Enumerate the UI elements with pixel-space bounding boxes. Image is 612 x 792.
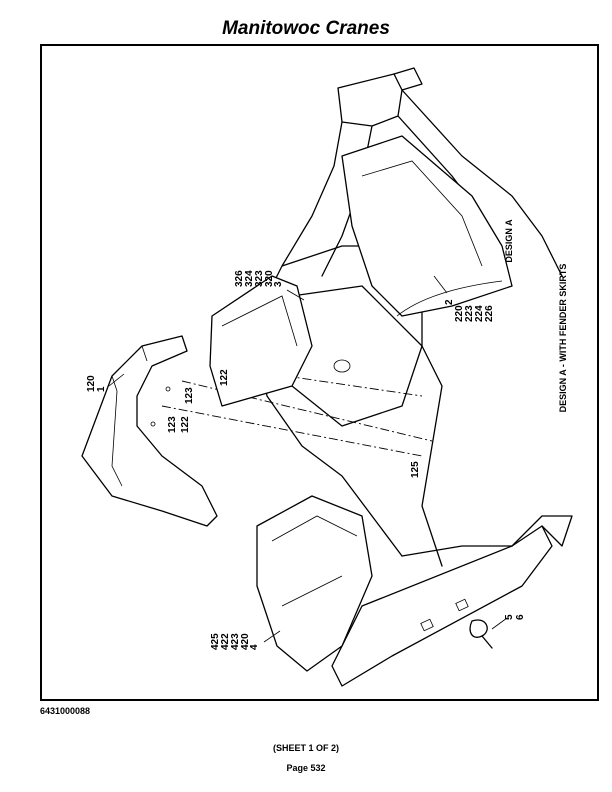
callout-123a: 123 — [184, 387, 195, 404]
callout-120: 120 — [86, 375, 97, 392]
sheet-indicator: (SHEET 1 OF 2) — [272, 743, 339, 753]
callout-122a: 122 — [219, 369, 230, 386]
design-full-caption: DESIGN A - WITH FENDER SKIRTS — [558, 264, 568, 413]
callout-6: 6 — [515, 614, 526, 620]
design-caption: DESIGN A — [504, 219, 514, 263]
callout-5: 5 — [504, 614, 515, 620]
callout-420: 420 — [240, 633, 251, 650]
callout-123b: 123 — [167, 416, 178, 433]
diagram-frame: 326 324 323 320 3 2 220 223 224 226 120 … — [40, 44, 599, 701]
callout-326: 326 — [234, 270, 245, 287]
leader-lines — [108, 275, 508, 643]
counterweight-3 — [209, 275, 313, 407]
callout-323: 323 — [254, 270, 265, 287]
callout-2: 2 — [444, 299, 455, 305]
exploded-parts-diagram: 326 324 323 320 3 2 220 223 224 226 120 … — [81, 67, 573, 687]
callout-group-2: 2 220 223 224 226 — [444, 299, 495, 322]
fender-skirt-2 — [341, 135, 513, 317]
callout-220: 220 — [454, 305, 465, 322]
page-title: Manitowoc Cranes — [222, 18, 390, 39]
callout-125: 125 — [410, 461, 421, 478]
fender-skirt-1-exploded — [81, 335, 218, 527]
callout-group-3: 326 324 323 320 3 — [234, 270, 284, 287]
callout-hardware: 123 122 123 122 125 5 6 — [167, 369, 526, 620]
callout-423: 423 — [230, 633, 241, 650]
document-number: 6431000088 — [40, 706, 91, 716]
callout-122b: 122 — [180, 416, 191, 433]
callout-324: 324 — [244, 270, 255, 287]
callout-223: 223 — [464, 305, 475, 322]
callout-3: 3 — [273, 281, 284, 287]
fender-skirt-4 — [256, 495, 373, 672]
callout-425: 425 — [210, 633, 221, 650]
callout-224: 224 — [474, 305, 485, 322]
callout-group-1: 120 1 — [86, 375, 107, 392]
callout-1: 1 — [96, 386, 107, 392]
callout-422: 422 — [220, 633, 231, 650]
callout-group-4: 425 422 423 420 4 — [210, 633, 260, 650]
callout-4: 4 — [249, 644, 260, 650]
callout-226: 226 — [484, 305, 495, 322]
page-number: Page 532 — [286, 763, 326, 773]
callout-320: 320 — [264, 270, 275, 287]
